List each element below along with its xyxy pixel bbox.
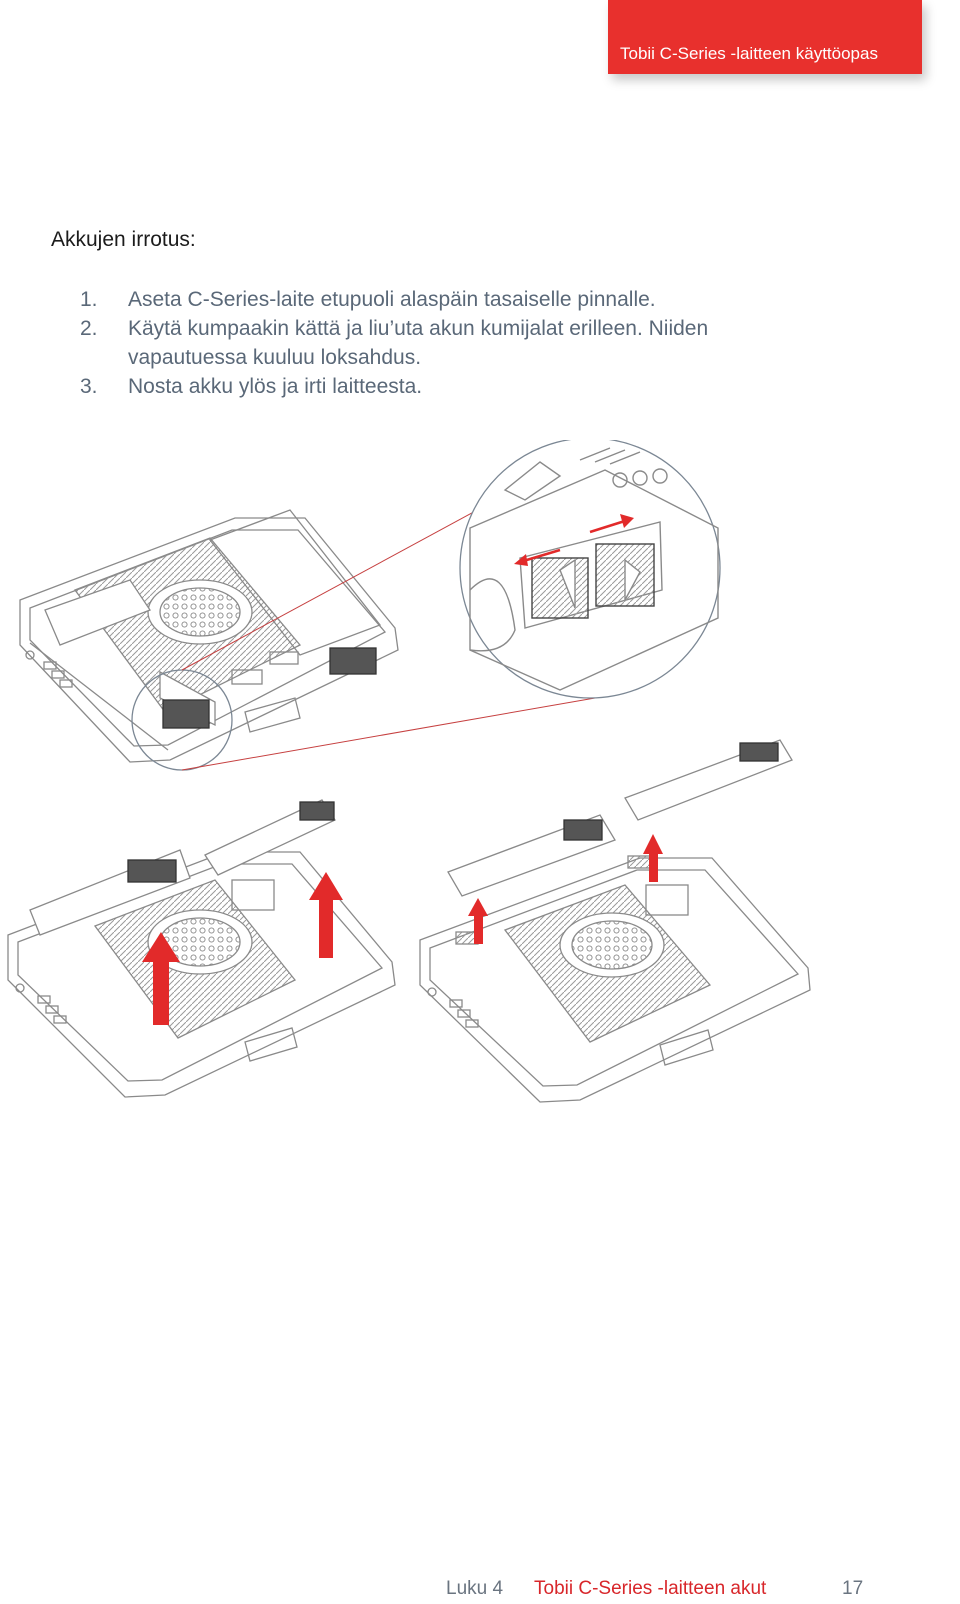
step-number: 3. <box>80 375 98 398</box>
lift-arrows-right <box>468 834 663 944</box>
list-item: 1. Aseta C-Series-laite etupuoli alaspäi… <box>80 285 780 314</box>
page-number: 17 <box>842 1578 864 1599</box>
instruction-list: 1. Aseta C-Series-laite etupuoli alaspäi… <box>80 285 780 401</box>
footer-chapter: Luku 4 <box>446 1578 504 1599</box>
page-footer: Luku 4 Tobii C-Series -laitteen akut 17 <box>0 1578 960 1604</box>
zoom-callout <box>131 440 721 771</box>
header-tab: Tobii C-Series -laitteen käyttöopas <box>608 0 922 74</box>
list-item: 3. Nosta akku ylös ja irti laitteesta. <box>80 372 780 401</box>
device-with-batteries <box>19 509 399 763</box>
step-text: Nosta akku ylös ja irti laitteesta. <box>128 375 423 398</box>
footer-chapter-title: Tobii C-Series -laitteen akut <box>534 1578 767 1599</box>
device-battery-lifting <box>7 799 396 1098</box>
step-text: Aseta C-Series-laite etupuoli alaspäin t… <box>128 288 656 311</box>
step-number: 1. <box>80 288 98 311</box>
lift-arrows-left <box>142 872 343 1025</box>
header-title: Tobii C-Series -laitteen käyttöopas <box>620 44 878 63</box>
step-number: 2. <box>80 317 98 340</box>
list-item: 2. Käytä kumpaakin kättä ja liu’uta akun… <box>80 314 780 372</box>
battery-removal-illustration <box>7 440 811 1103</box>
step-text: Käytä kumpaakin kättä ja liu’uta akun ku… <box>128 317 709 369</box>
device-batteries-removed <box>419 739 811 1103</box>
section-heading: Akkujen irrotus: <box>51 228 196 251</box>
